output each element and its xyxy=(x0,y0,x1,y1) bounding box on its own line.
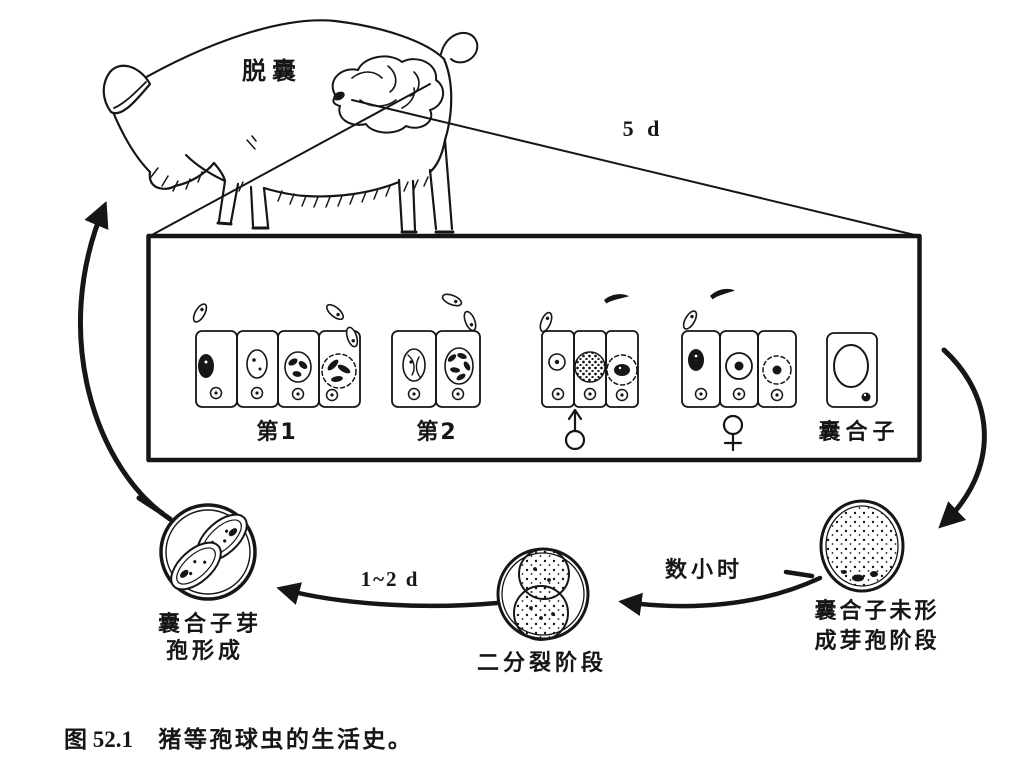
magnifier-line-left xyxy=(149,83,431,237)
pig-ear xyxy=(102,64,152,115)
pig-jaw-bristles xyxy=(150,167,203,192)
binary-fission-illustration xyxy=(496,547,590,641)
stage-second-label: 第2 xyxy=(416,419,457,445)
sporulation-days-label: 1~2 d xyxy=(361,567,420,591)
caption-title: 猪等孢球虫的生活史。 xyxy=(158,726,413,753)
excystation-label: 脱囊 xyxy=(242,57,302,85)
epithelium-female-gamont-group xyxy=(680,285,797,408)
stage-first-label: 第1 xyxy=(256,419,297,445)
epithelium-stage1-group xyxy=(190,301,361,408)
epithelium-oocyst-group xyxy=(826,332,878,408)
sporulation-arrow xyxy=(276,582,500,609)
epithelium-stage2-group xyxy=(391,291,481,408)
pig-tail xyxy=(440,32,479,64)
shedding-arrow xyxy=(938,347,987,529)
sporulated-oocyst-label-line1: 囊合子芽 xyxy=(157,611,262,637)
magnifier-line-right xyxy=(351,99,920,237)
oocyst-label: 囊合子 xyxy=(817,419,899,445)
unsporulated-oocyst-illustration xyxy=(819,499,905,593)
pig-intestine-illustration xyxy=(331,55,445,134)
magnified-epithelium-box xyxy=(146,233,922,463)
unsporulated-oocyst-label-line2: 成芽孢阶段 xyxy=(814,628,939,654)
binary-fission-label: 二分裂阶段 xyxy=(477,650,607,676)
sporulated-oocyst-label-line2: 孢形成 xyxy=(166,638,244,664)
caption-number: 图 52.1 xyxy=(64,727,133,752)
ingestion-arrow xyxy=(77,201,173,522)
female-symbol-icon xyxy=(722,414,744,452)
unsporulated-oocyst-label-line1: 囊合子未形 xyxy=(813,598,939,624)
duration-5d-label: 5 d xyxy=(623,116,664,141)
epithelium-male-gamont-group xyxy=(537,289,639,408)
male-symbol-icon xyxy=(564,408,586,451)
pig-illustration xyxy=(102,19,479,234)
sporulated-oocyst-illustration xyxy=(159,503,257,601)
hours-label: 数小时 xyxy=(665,557,743,583)
hours-arrow xyxy=(618,569,823,616)
figure-caption: 图 52.1 猪等孢球虫的生活史。 xyxy=(64,726,413,753)
